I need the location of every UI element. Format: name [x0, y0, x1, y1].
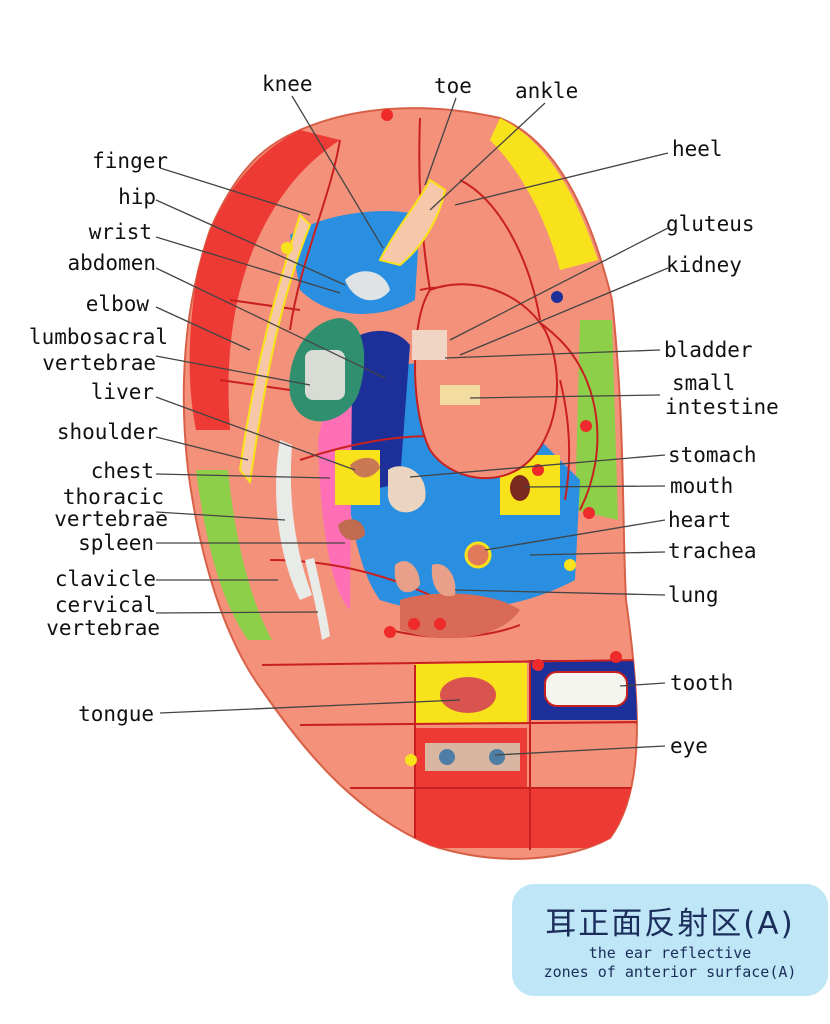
point-red: [532, 464, 544, 476]
title-chinese: 耳正面反射区(A): [545, 906, 795, 942]
green-zone-left: [196, 470, 272, 640]
label-abdomen: abdomen: [67, 251, 156, 275]
point-blue: [551, 291, 563, 303]
reflex-points: [281, 109, 622, 766]
spine-cervical-icon: [305, 558, 330, 640]
point-red: [434, 618, 446, 630]
heart-icon: [464, 541, 492, 569]
label-spleen: spleen: [78, 531, 154, 555]
point-red: [580, 420, 592, 432]
label-thoracic: thoracic: [62, 485, 164, 509]
label-heel: heel: [672, 137, 723, 161]
point-red: [381, 109, 393, 121]
label-tongue: tongue: [78, 702, 154, 726]
spine-thoracic-icon: [276, 440, 312, 600]
label-stomach: stomach: [668, 443, 757, 467]
label-intestine: intestine: [665, 395, 779, 419]
ear-canal: [400, 593, 520, 639]
label-lumbosacral: lumbosacral: [28, 325, 168, 349]
point-red: [532, 659, 544, 671]
label-mouth: mouth: [670, 474, 734, 498]
teeth-icon: [544, 671, 628, 707]
intestine-icon: [440, 385, 480, 405]
title-box: 耳正面反射区(A) the ear reflective zones of an…: [512, 884, 828, 996]
point-red: [408, 618, 420, 630]
trachea-icon: [514, 544, 541, 572]
pelvis-icon: [345, 271, 390, 301]
label-tooth: tooth: [670, 671, 734, 695]
eye-right-icon: [489, 749, 505, 765]
label-hip: hip: [118, 185, 156, 209]
yellow-zone-stomach: [335, 450, 380, 505]
leader-lines: [155, 95, 669, 756]
label-toe: toe: [434, 74, 472, 98]
label-kidney: kidney: [666, 253, 742, 277]
mouth-icon: [510, 475, 530, 501]
label-elbow: elbow: [85, 292, 149, 316]
point-red: [610, 651, 622, 663]
foot-icon: [378, 178, 447, 267]
label-vertebrae-cervical: vertebrae: [46, 616, 160, 640]
label-heart: heart: [668, 508, 732, 532]
organ-icons: [238, 178, 628, 771]
lung-right-icon: [431, 564, 456, 597]
lung-left-icon: [394, 561, 420, 593]
label-small: small: [672, 371, 736, 395]
point-yellow: [564, 559, 576, 571]
label-eye: eye: [670, 734, 708, 758]
point-yellow: [405, 754, 417, 766]
label-vertebrae-thoracic: vertebrae: [54, 507, 168, 531]
yellow-zone-helix: [490, 118, 598, 270]
label-ankle: ankle: [515, 79, 579, 103]
label-cervical: cervical: [54, 593, 156, 617]
lower-red-zone: [415, 788, 637, 848]
label-vertebrae-lumbosacral: vertebrae: [42, 351, 156, 375]
label-finger: finger: [92, 149, 168, 173]
spine-lumbar-icon: [305, 350, 345, 400]
helix-red-zone: [189, 130, 340, 430]
label-chest: chest: [90, 459, 154, 483]
label-bladder: bladder: [664, 338, 753, 362]
label-lung: lung: [668, 583, 719, 607]
spleen-icon: [338, 519, 365, 541]
point-red: [583, 507, 595, 519]
arm-icon: [238, 213, 312, 485]
label-gluteus: gluteus: [666, 212, 755, 236]
label-liver: liver: [90, 380, 154, 404]
title-english-line1: the ear reflective: [588, 944, 752, 962]
label-knee: knee: [262, 72, 313, 96]
label-wrist: wrist: [88, 220, 152, 244]
kidney-bladder-icon: [412, 330, 447, 360]
liver-icon: [350, 457, 380, 478]
point-yellow: [281, 242, 293, 254]
label-clavicle: clavicle: [54, 567, 156, 591]
tongue-icon: [440, 677, 496, 713]
point-red: [384, 626, 396, 638]
label-trachea: trachea: [668, 539, 757, 563]
stomach-icon: [387, 466, 426, 513]
label-shoulder: shoulder: [56, 420, 158, 444]
title-english-line2: zones of anterior surface(A): [543, 963, 797, 981]
eye-left-icon: [439, 749, 455, 765]
